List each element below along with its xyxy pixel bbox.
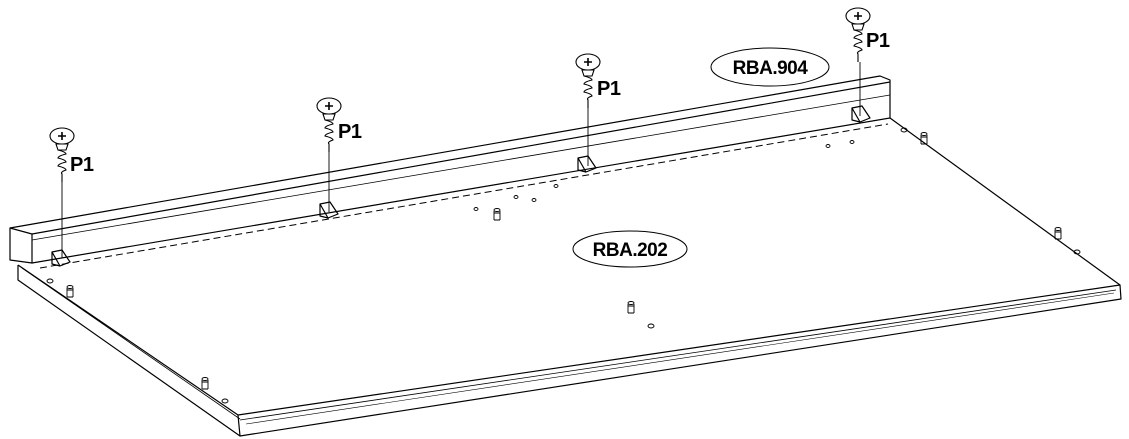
part-callout-back-rail: RBA.904: [710, 47, 830, 87]
bracket-3: [577, 155, 597, 173]
dowel-pins: [66, 132, 1062, 390]
screw-label-2: P1: [338, 121, 362, 143]
screw-3: [575, 53, 601, 108]
screw-4: [845, 7, 871, 62]
bracket-1: [51, 249, 71, 267]
bracket-4: [851, 105, 871, 123]
part-code-back-rail: RBA.904: [733, 58, 809, 79]
base-panel: [17, 117, 1122, 437]
screw-label-4: P1: [866, 30, 890, 52]
screw-2: [316, 97, 342, 152]
part-callout-base-panel: RBA.202: [572, 230, 688, 268]
screw-1: [49, 127, 75, 182]
screw-label-1: P1: [70, 154, 94, 176]
dowel-holes: [46, 127, 1081, 404]
screw-leader-lines: [61, 62, 861, 258]
screw-label-3: P1: [597, 78, 621, 100]
bracket-2: [319, 201, 339, 219]
back-rail: [9, 75, 891, 269]
part-code-base-panel: RBA.202: [593, 240, 668, 261]
